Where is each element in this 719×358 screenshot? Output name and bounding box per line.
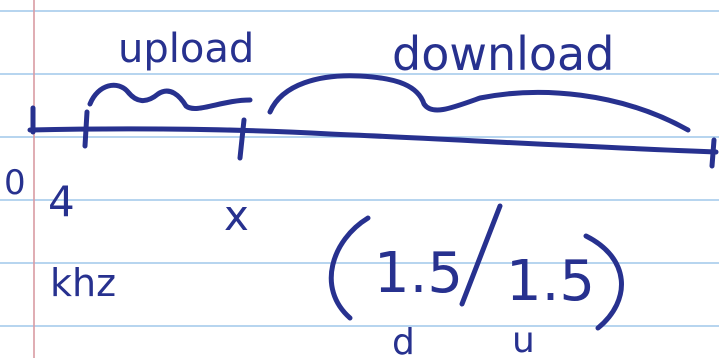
download-brace	[267, 73, 691, 133]
tick-end	[709, 137, 717, 169]
left-paren	[328, 215, 371, 321]
tick-four	[82, 109, 90, 149]
ratio-left-subscript: d	[392, 322, 415, 358]
upload-brace	[87, 82, 253, 111]
right-paren	[583, 233, 624, 331]
four-label: 4	[48, 177, 75, 226]
ratio-slash	[459, 203, 503, 307]
zero-label: 0	[4, 163, 26, 203]
tick-x	[237, 117, 247, 161]
number-line	[27, 126, 719, 155]
download-label: download	[392, 27, 614, 81]
khz-label: khz	[50, 261, 116, 305]
x-label: x	[224, 191, 249, 240]
ratio-right-subscript: u	[512, 320, 535, 358]
ratio-right-value: 1.5	[506, 249, 595, 314]
upload-label: upload	[118, 26, 254, 72]
ratio-left-value: 1.5	[374, 241, 463, 306]
